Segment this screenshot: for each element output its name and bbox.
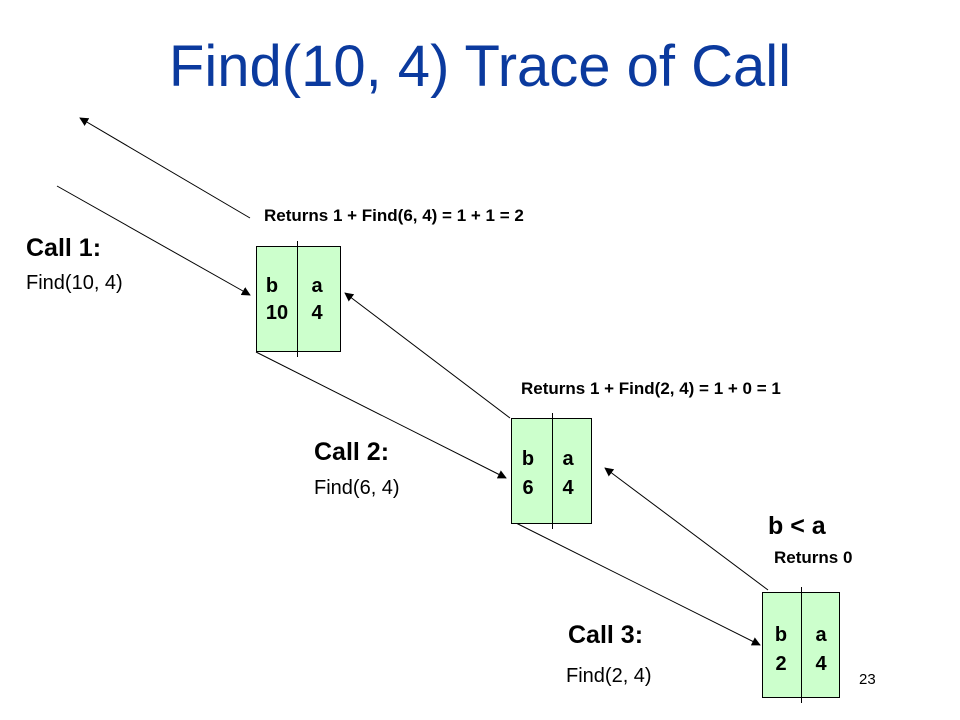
call-arrow-3 — [513, 521, 761, 646]
call-1-a-label: a — [311, 275, 323, 297]
return-arrow-3 — [604, 467, 769, 591]
call-3-expression: Find(2, 4) — [566, 665, 652, 687]
call-2-frame: b a 6 4 — [511, 413, 592, 529]
call-1-expression: Find(10, 4) — [26, 272, 123, 294]
call-1-label: Call 1: — [26, 234, 102, 262]
call-arrow-1 — [56, 185, 251, 296]
return-arrow-2 — [344, 292, 511, 419]
slide-title: Find(10, 4) Trace of Call — [168, 34, 792, 99]
call-2-label: Call 2: — [314, 438, 390, 466]
call-3-frame: b a 2 4 — [762, 587, 840, 703]
call-3-label: Call 3: — [568, 621, 644, 649]
page-number: 23 — [859, 671, 876, 688]
call-1-b-label: b — [265, 275, 279, 297]
call-arrow-2 — [255, 351, 507, 479]
call-1-a-value: 4 — [311, 302, 323, 324]
call-1-returns: Returns 1 + Find(6, 4) = 1 + 1 = 2 — [264, 206, 524, 225]
call-1-frame: b a 10 4 — [256, 241, 341, 357]
call-2-b-label: b — [521, 448, 535, 470]
call-2-a-label: a — [562, 448, 574, 470]
call-3-a-value: 4 — [815, 653, 827, 675]
call-2-a-value: 4 — [562, 477, 574, 499]
base-case-condition: b < a — [768, 512, 826, 540]
call-2-returns: Returns 1 + Find(2, 4) = 1 + 0 = 1 — [521, 379, 781, 398]
return-arrow-1 — [79, 117, 251, 219]
call-3-returns: Returns 0 — [774, 548, 853, 567]
call-2-expression: Find(6, 4) — [314, 477, 400, 499]
call-2-b-value: 6 — [522, 477, 534, 499]
call-3-b-label: b — [774, 624, 788, 646]
call-3-b-value: 2 — [775, 653, 787, 675]
call-3-a-label: a — [815, 624, 827, 646]
call-1-b-value: 10 — [265, 302, 289, 324]
